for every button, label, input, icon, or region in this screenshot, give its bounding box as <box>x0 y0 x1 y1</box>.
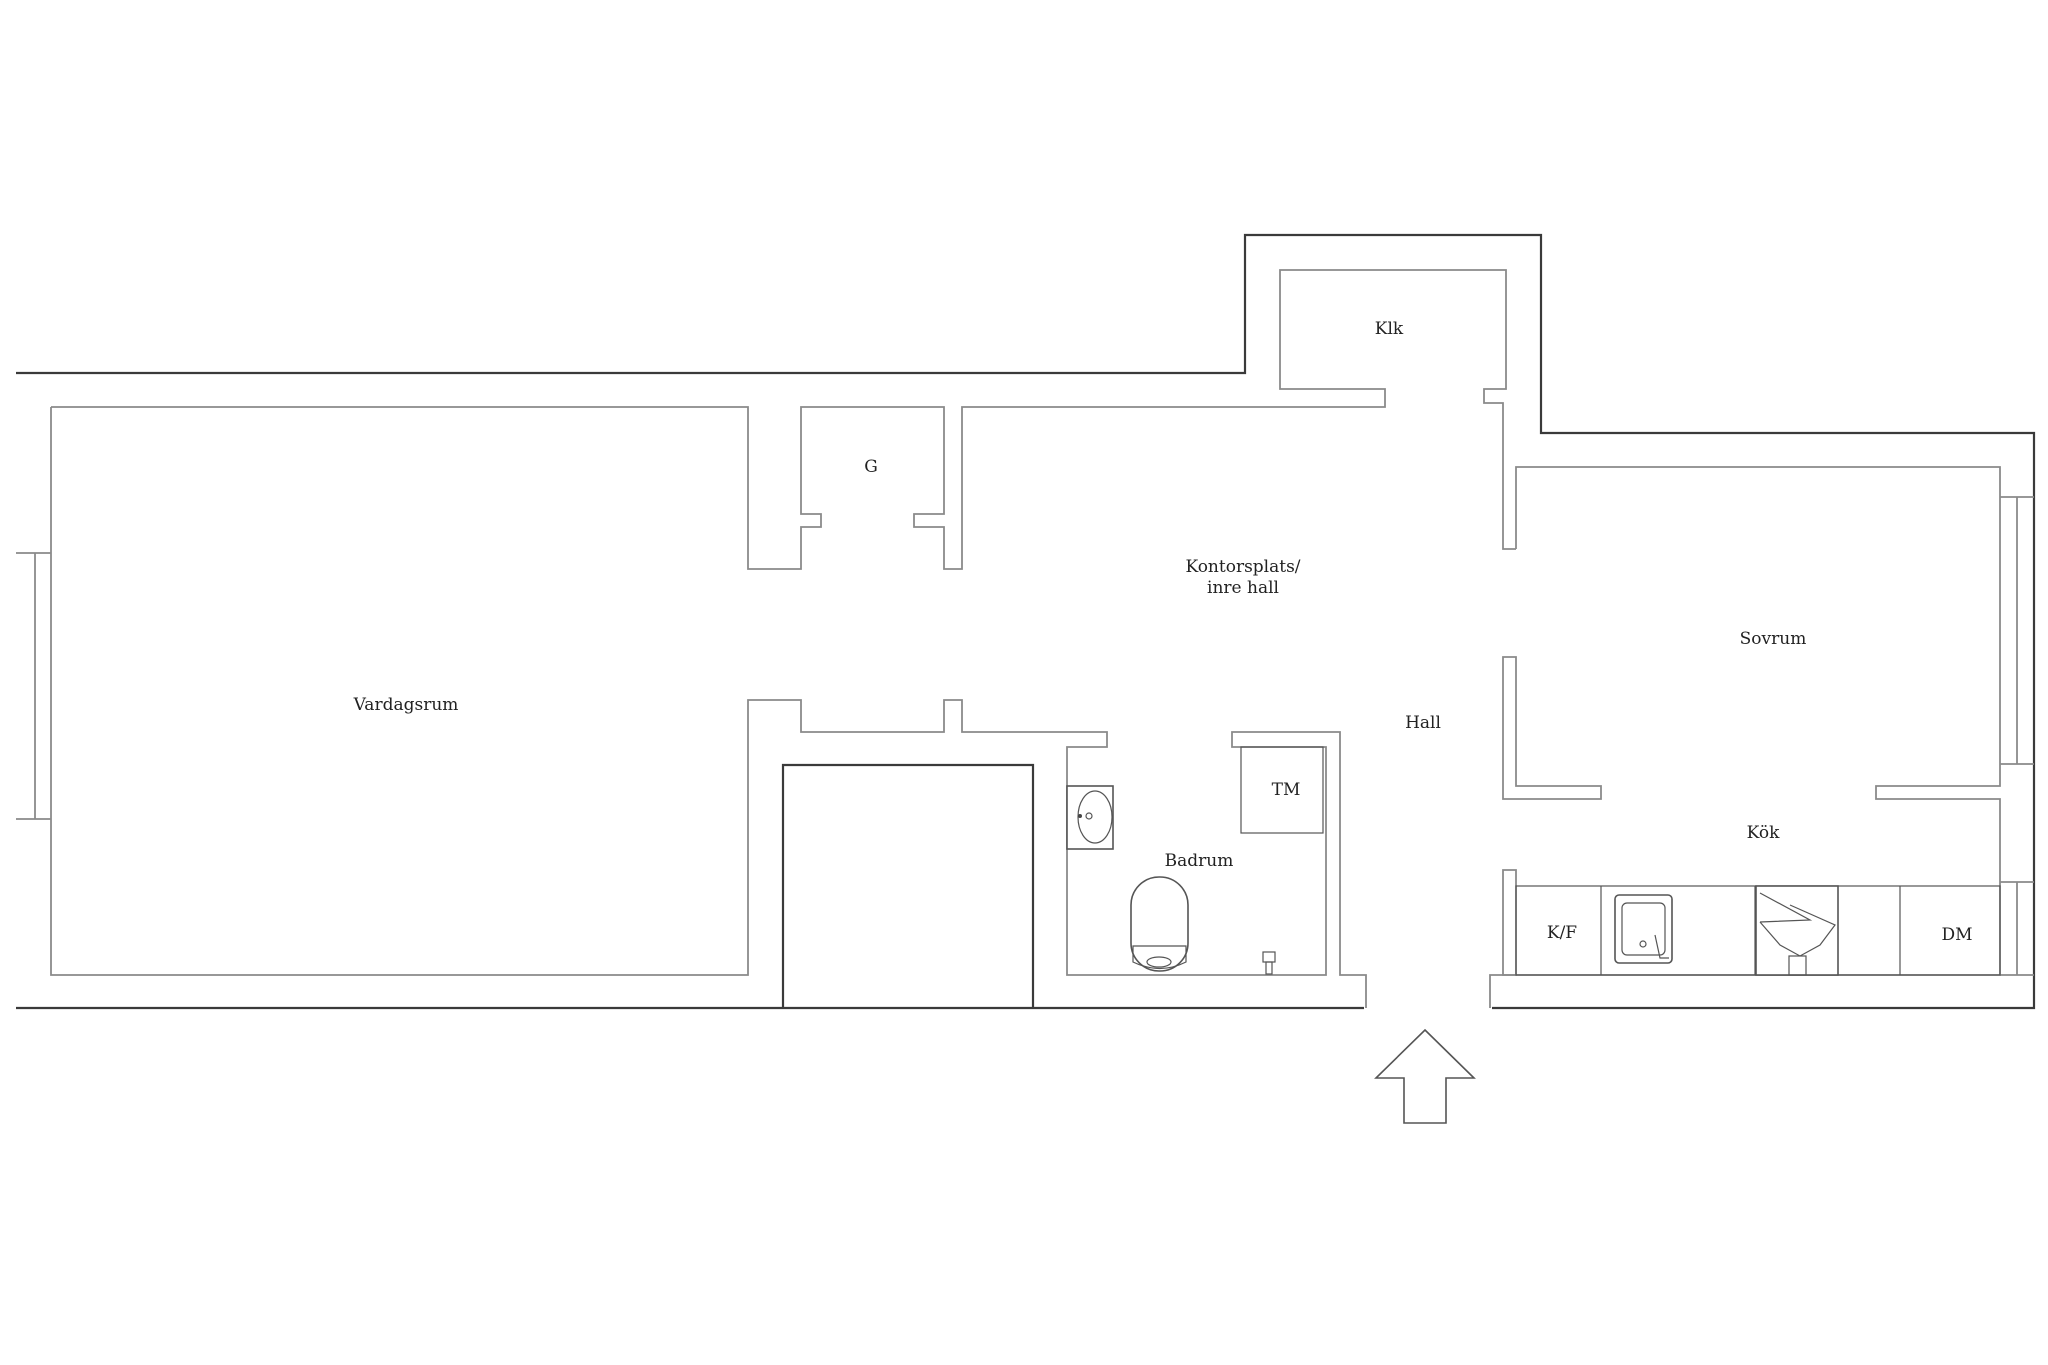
inner-walls <box>16 269 2034 1008</box>
stove-icon <box>1755 885 1839 976</box>
toilet-icon <box>1130 876 1189 972</box>
label-badrum: Badrum <box>1165 851 1234 871</box>
label-dm: DM <box>1941 925 1972 945</box>
label-vardagsrum: Vardagsrum <box>353 695 459 715</box>
outer-walls <box>16 233 2036 1010</box>
label-kf: K/F <box>1547 923 1577 943</box>
label-kontorsplats-line2: inre hall <box>1207 578 1279 598</box>
label-hall: Hall <box>1405 713 1441 733</box>
entrance-arrow-icon <box>1374 1028 1476 1124</box>
tm-cabinet <box>1240 746 1324 834</box>
label-kok: Kök <box>1747 823 1780 843</box>
label-g: G <box>864 457 878 477</box>
drain-icon <box>1262 951 1276 975</box>
kitchen-sink-icon <box>1614 894 1673 964</box>
label-sovrum: Sovrum <box>1740 629 1807 649</box>
label-tm: TM <box>1272 780 1301 800</box>
label-klk: Klk <box>1375 319 1404 339</box>
washbasin-icon <box>1066 785 1114 850</box>
label-kontorsplats-line1: Kontorsplats/ <box>1185 557 1300 577</box>
